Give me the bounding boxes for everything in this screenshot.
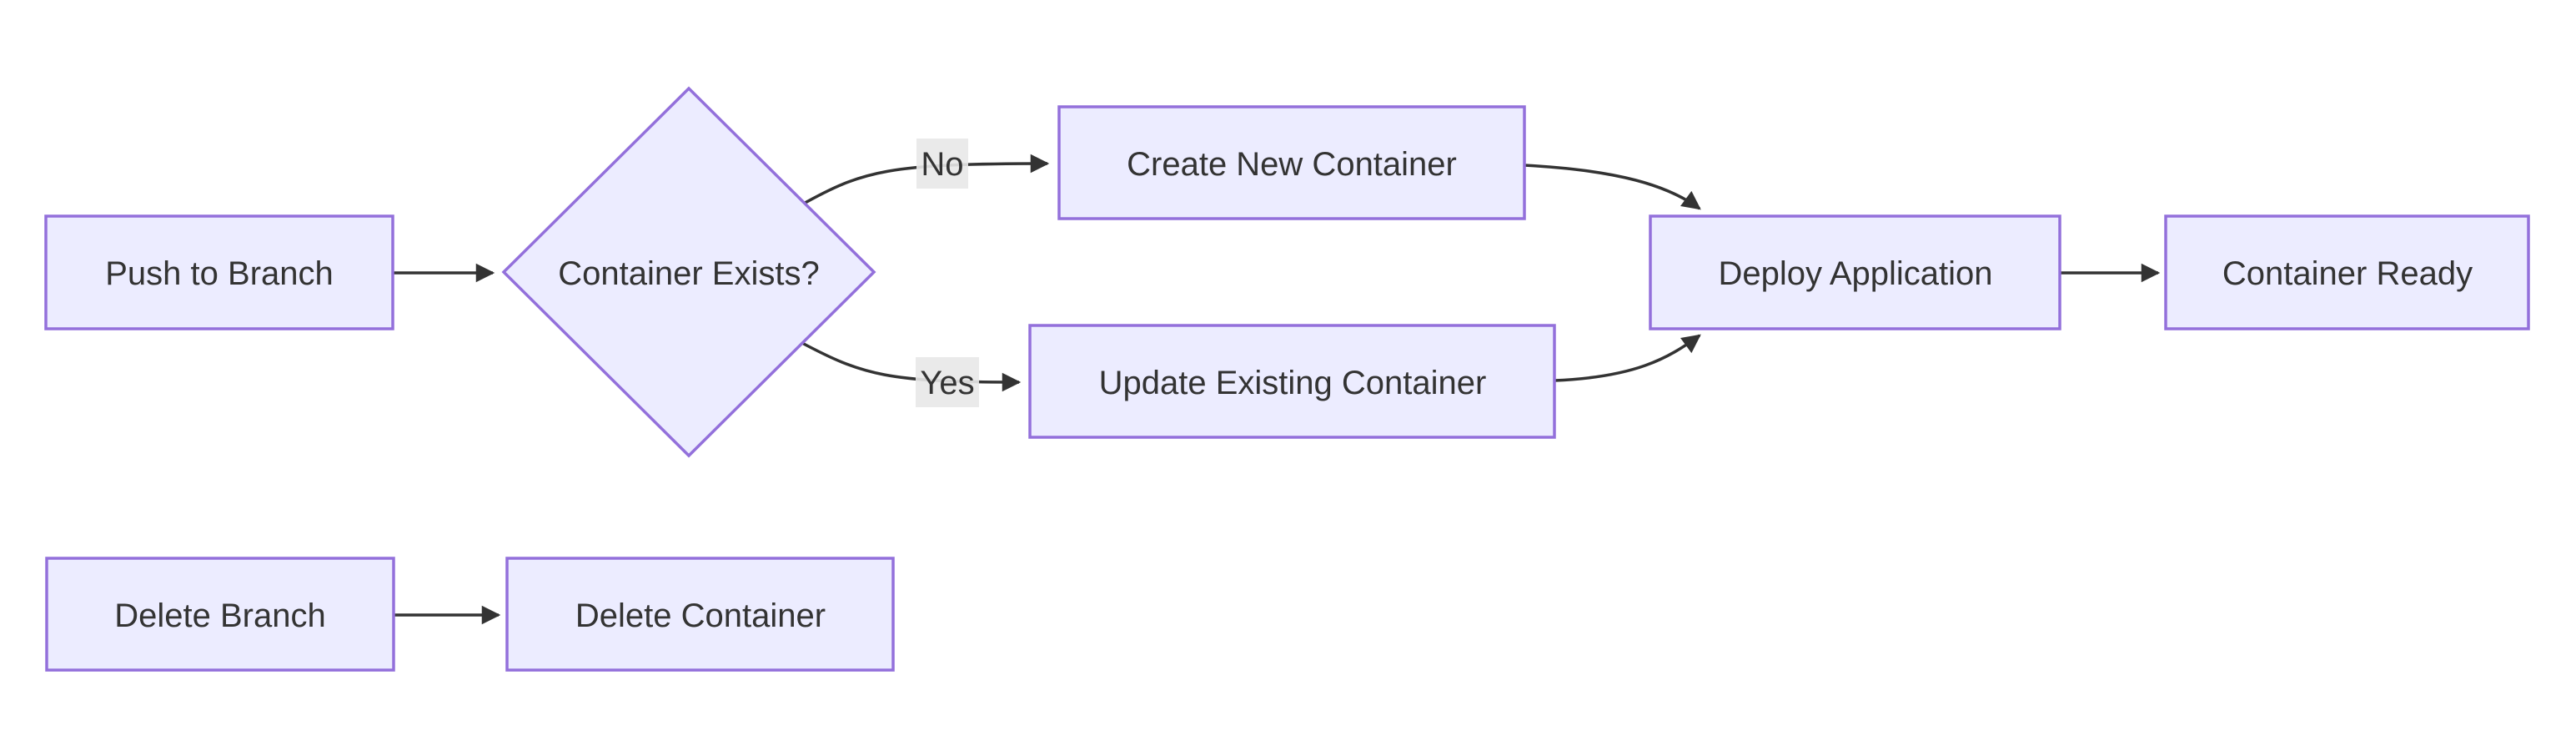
node-container-ready: Container Ready <box>2164 214 2530 330</box>
node-delete-branch-box <box>45 557 395 672</box>
edge-label-yes-text: Yes <box>920 365 974 401</box>
edge-create-new-container-to-deploy-application <box>1524 164 1701 210</box>
edge-container-exists-to-update-existing-container <box>800 340 1022 392</box>
node-create-new-container-label: Create New Container <box>1127 146 1457 183</box>
edge-label-no-text: No <box>921 146 963 183</box>
node-push-to-branch-label: Push to Branch <box>105 255 334 292</box>
node-container-ready-label: Container Ready <box>2222 255 2473 292</box>
edge-label-yes: Yes <box>916 357 979 407</box>
node-delete-branch-label: Delete Branch <box>114 597 325 634</box>
node-delete-container-box <box>505 557 895 672</box>
edge-container-exists-to-create-new-container <box>800 154 1050 207</box>
edge-label-yes-background <box>916 357 979 407</box>
node-deploy-application-box <box>1649 214 2061 330</box>
node-container-exists: Container Exists? <box>501 86 876 458</box>
node-deploy-application: Deploy Application <box>1649 214 2061 330</box>
node-delete-branch: Delete Branch <box>45 557 395 672</box>
node-container-exists-diamond <box>501 86 876 458</box>
node-update-existing-container-label: Update Existing Container <box>1099 365 1487 401</box>
node-deploy-application-label: Deploy Application <box>1718 255 1992 292</box>
node-create-new-container: Create New Container <box>1057 105 1526 220</box>
node-create-new-container-box <box>1057 105 1526 220</box>
edge-update-existing-container-to-deploy-application <box>1554 334 1701 382</box>
node-delete-container: Delete Container <box>505 557 895 672</box>
node-update-existing-container: Update Existing Container <box>1028 324 1556 439</box>
node-delete-container-label: Delete Container <box>575 597 826 634</box>
node-push-to-branch-box <box>44 214 394 330</box>
edge-label-no-background <box>916 139 968 189</box>
node-update-existing-container-box <box>1028 324 1556 439</box>
node-container-exists-label: Container Exists? <box>558 255 819 292</box>
node-container-ready-box <box>2164 214 2530 330</box>
node-push-to-branch: Push to Branch <box>44 214 394 330</box>
edge-label-no: No <box>916 139 968 189</box>
